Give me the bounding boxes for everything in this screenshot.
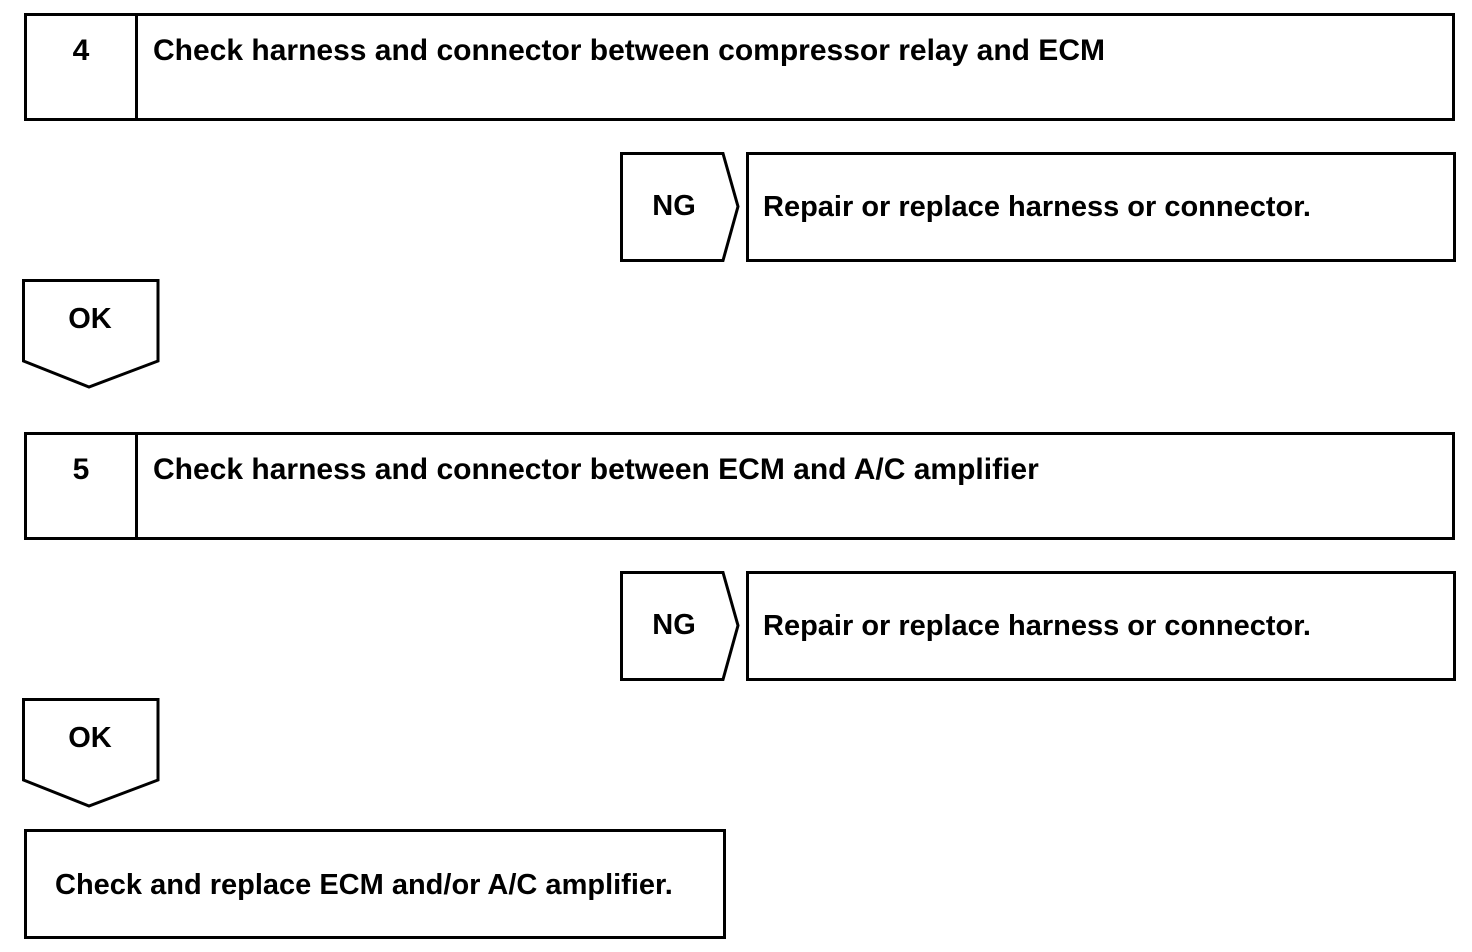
step-5-number: 5	[27, 435, 138, 537]
step-5-box: 5 Check harness and connector between EC…	[24, 432, 1455, 540]
step-4-ng-label: NG	[652, 190, 696, 222]
ok-arrow-shape	[22, 698, 160, 808]
final-action-box: Check and replace ECM and/or A/C amplifi…	[24, 829, 726, 939]
ok-arrow-shape	[22, 279, 160, 389]
step-4-ok-label: OK	[68, 303, 112, 335]
step-5-ng-result-box: Repair or replace harness or connector.	[746, 571, 1456, 681]
final-action-text: Check and replace ECM and/or A/C amplifi…	[55, 869, 673, 901]
step-4-title: Check harness and connector between comp…	[153, 34, 1105, 67]
ng-arrow-shape	[620, 571, 740, 681]
step-5-title: Check harness and connector between ECM …	[153, 453, 1039, 486]
step-5-ok-arrow: OK	[22, 698, 162, 810]
step-5-ng-arrow: NG	[620, 571, 740, 681]
step-4-number: 4	[27, 16, 138, 118]
step-4-ng-arrow: NG	[620, 152, 740, 262]
step-5-ng-result-text: Repair or replace harness or connector.	[763, 610, 1311, 642]
step-5-ok-label: OK	[68, 722, 112, 754]
ng-arrow-shape	[620, 152, 740, 262]
step-4-ng-result-box: Repair or replace harness or connector.	[746, 152, 1456, 262]
step-4-ok-arrow: OK	[22, 279, 162, 391]
step-5-ng-label: NG	[652, 609, 696, 641]
step-4-box: 4 Check harness and connector between co…	[24, 13, 1455, 121]
step-4-ng-result-text: Repair or replace harness or connector.	[763, 191, 1311, 223]
